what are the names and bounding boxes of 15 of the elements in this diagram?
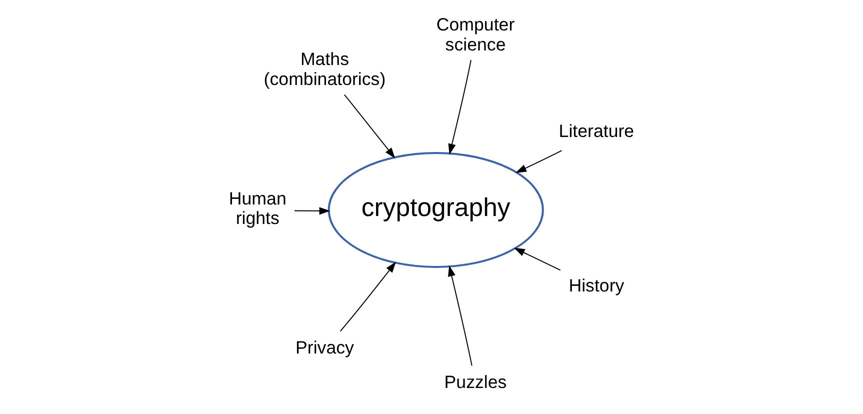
arrow xyxy=(514,248,561,271)
arrow xyxy=(294,207,330,215)
node-text: Human rights xyxy=(228,188,286,228)
node-text: Privacy xyxy=(296,338,354,358)
node-text: Literature xyxy=(558,121,634,141)
node-text: Computer science xyxy=(436,14,515,54)
node-text: Puzzles xyxy=(444,372,507,392)
node-text: Maths (combinatorics) xyxy=(264,49,386,89)
arrow xyxy=(344,94,396,158)
arrow xyxy=(448,60,472,155)
arrow xyxy=(340,262,396,332)
node-ellipse: cryptography xyxy=(328,152,544,268)
arrow xyxy=(516,150,562,173)
arrow xyxy=(448,265,472,366)
node-text: History xyxy=(568,276,624,296)
